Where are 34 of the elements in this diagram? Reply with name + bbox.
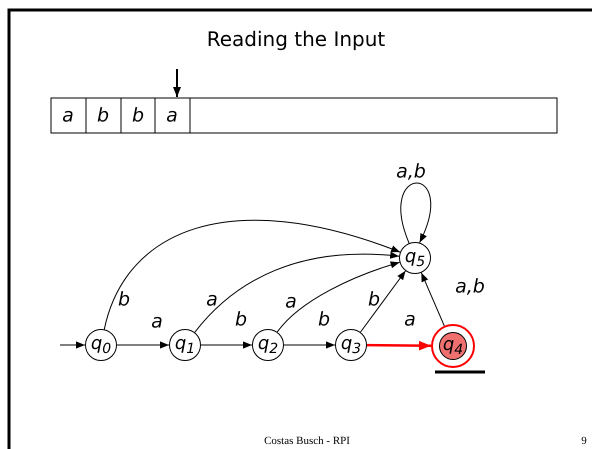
transition-arrow xyxy=(276,262,400,332)
transition-arrow xyxy=(194,252,400,333)
self-loop-arrow xyxy=(400,182,431,244)
transition-arrow xyxy=(60,341,86,349)
transition-arrow xyxy=(420,272,445,326)
transition-arrow xyxy=(366,340,432,350)
state-circle: q$_{0}$ xyxy=(85,329,117,361)
edge-label: b xyxy=(318,310,330,330)
state-circle: q$_{5}$ xyxy=(399,242,431,274)
edge-label: a xyxy=(404,310,416,330)
transition-arrow xyxy=(360,270,406,333)
accepting-state-circle: q$_{4}$ xyxy=(431,324,475,368)
state-circle: q$_{3}$ xyxy=(335,329,367,361)
edge-label: b xyxy=(118,290,130,310)
page-number: 9 xyxy=(581,435,587,447)
tape-symbol: a xyxy=(62,106,74,126)
edge-label: a,b xyxy=(455,278,485,296)
edge-label: a xyxy=(151,312,163,332)
edge-label: b xyxy=(368,290,380,310)
tape-symbol: a xyxy=(166,106,178,126)
title: Reading the Input xyxy=(206,27,386,51)
edge-label: a xyxy=(285,292,297,312)
tape-symbol: b xyxy=(96,106,110,126)
footer-text: Costas Busch - RPI xyxy=(264,435,350,447)
state-circle: q$_{1}$ xyxy=(169,329,201,361)
edge-label: a xyxy=(206,290,218,310)
transition-arrow xyxy=(104,220,401,330)
edge-label: b xyxy=(234,310,248,330)
transition-arrow xyxy=(200,341,252,349)
tape-symbol: b xyxy=(132,106,144,126)
edge-label: a,b xyxy=(396,162,426,182)
transition-arrow xyxy=(284,341,336,349)
state-circle: q$_{2}$ xyxy=(252,329,284,361)
transition-arrow xyxy=(116,341,170,349)
